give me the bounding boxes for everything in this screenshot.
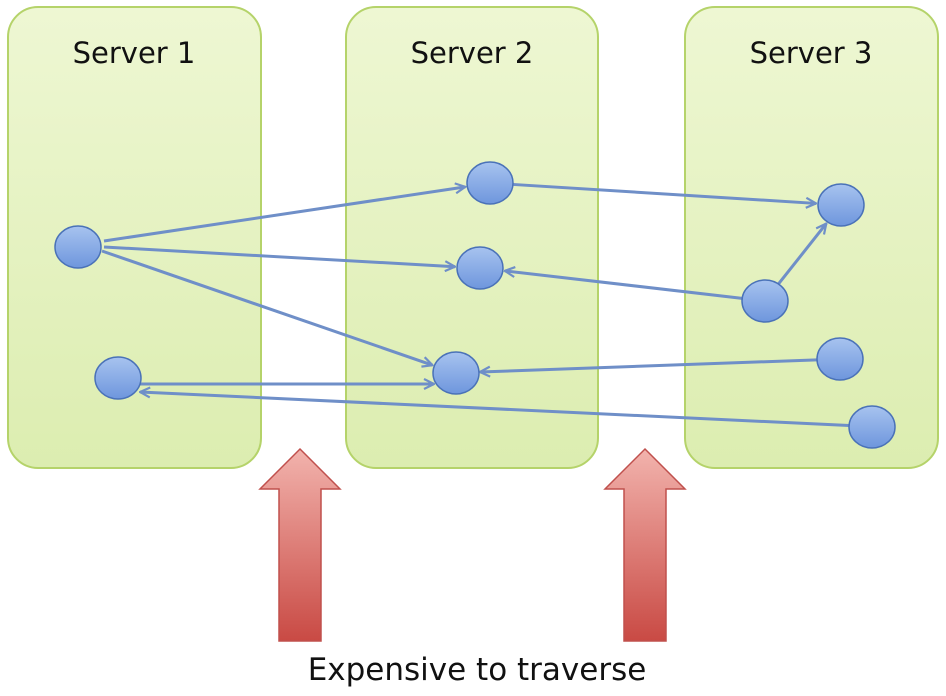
- caption: Expensive to traverse: [308, 652, 647, 688]
- cost-arrow-left: [258, 447, 342, 642]
- server-title: Server 1: [73, 36, 196, 70]
- edge-g-f: [777, 224, 826, 285]
- graph-node-d: [456, 246, 504, 290]
- server-title: Server 2: [411, 36, 534, 70]
- server-title: Server 3: [750, 36, 873, 70]
- graph-node-c: [466, 161, 514, 205]
- edge-g-d: [505, 271, 743, 300]
- edges: [101, 182, 850, 428]
- edge-h-e: [480, 358, 818, 372]
- cost-arrow-right: [603, 447, 687, 642]
- graph-node-a: [54, 225, 102, 269]
- edge-a-d: [103, 245, 455, 267]
- graph-node-e: [432, 351, 480, 395]
- server-box-2: Server 2: [345, 6, 599, 469]
- graph-node-g: [741, 279, 789, 323]
- edge-a-e: [101, 249, 432, 365]
- server-box-3: Server 3: [684, 6, 939, 469]
- graph-node-f: [817, 183, 865, 227]
- graph-node-h: [816, 337, 864, 381]
- graph-node-b: [94, 356, 142, 400]
- nodes: [54, 161, 896, 449]
- graph-node-i: [848, 405, 896, 449]
- edge-a-c: [103, 187, 465, 243]
- edge-i-b: [140, 392, 850, 428]
- edge-c-f: [512, 182, 816, 203]
